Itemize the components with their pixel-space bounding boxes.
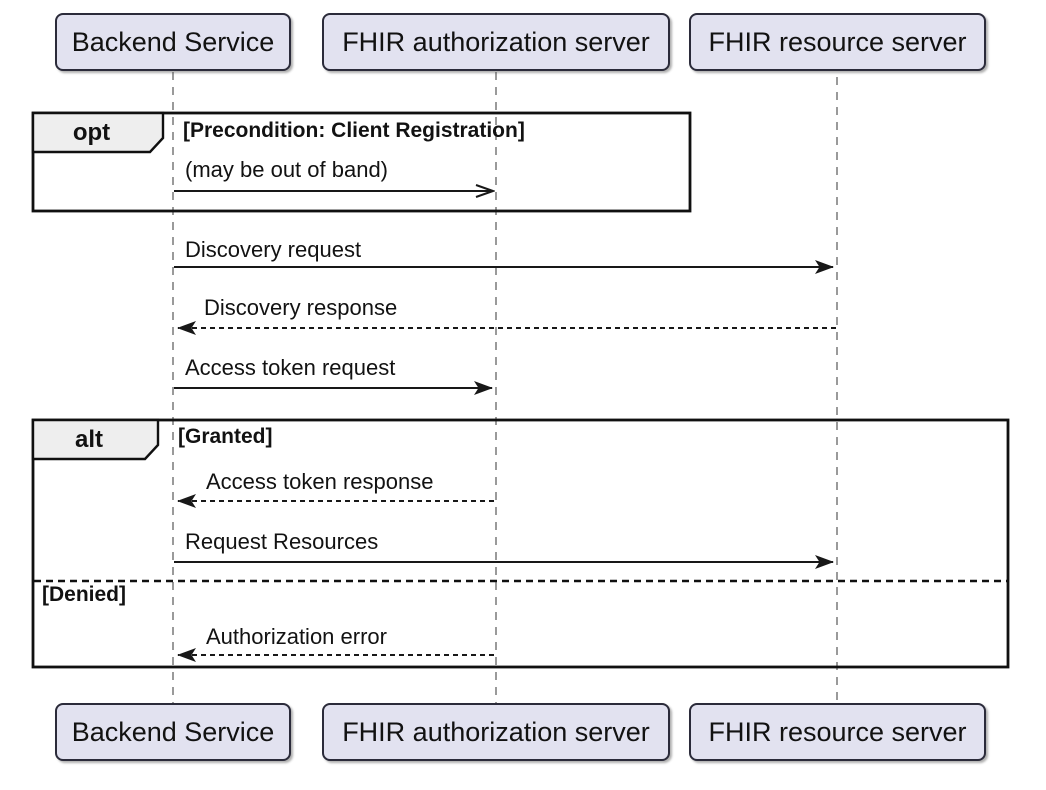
message-label-discovery-response: Discovery response: [204, 295, 398, 320]
message-label-discovery-request: Discovery request: [185, 237, 362, 262]
opt-fragment-border: [31, 111, 692, 213]
alt-condition-granted-label: [Granted]: [178, 425, 273, 448]
alt-fragment-tab: [31, 418, 160, 461]
participant-top-fhir-authorization-server: FHIR authorization server: [322, 13, 670, 71]
participant-bottom-fhir-resource-server: FHIR resource server: [689, 703, 986, 761]
message-label-may-be-out-of-band: (may be out of band): [185, 157, 389, 182]
opt-fragment-tab: [31, 111, 165, 154]
message-label-authorization-error: Authorization error: [206, 624, 387, 649]
participant-top-fhir-resource-server: FHIR resource server: [689, 13, 986, 71]
message-label-access-token-request: Access token request: [185, 355, 396, 380]
participant-bottom-fhir-authorization-server: FHIR authorization server: [322, 703, 670, 761]
alt-fragment-border: [31, 418, 1010, 669]
message-label-access-token-response: Access token response: [206, 469, 434, 494]
opt-operator-label: opt: [72, 119, 111, 146]
message-arrows: [174, 191, 836, 662]
alt-fragment-frame: [31, 418, 1010, 669]
participant-bottom-backend-service: Backend Service: [55, 703, 291, 761]
message-label-request-resources: Request Resources: [185, 529, 379, 554]
opt-condition-label: [Precondition: Client Registration]: [183, 119, 525, 142]
participant-top-backend-service: Backend Service: [55, 13, 291, 71]
alt-operator-label: alt: [74, 426, 103, 453]
lifelines: [172, 72, 838, 703]
alt-condition-denied-label: [Denied]: [42, 583, 126, 606]
opt-fragment-frame: [31, 111, 692, 213]
